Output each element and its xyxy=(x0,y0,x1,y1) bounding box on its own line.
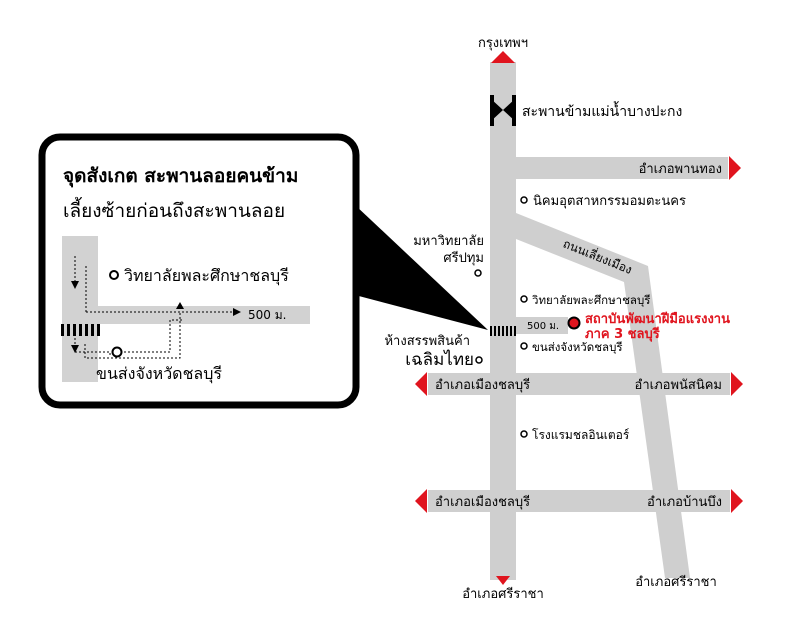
bridge-icon xyxy=(490,95,516,126)
label-crossroad1-right: อำเภอพนัสนิคม xyxy=(635,378,722,393)
label-phanthong: อำเภอพานทอง xyxy=(639,162,722,177)
inset-route-arrowhead xyxy=(176,302,184,309)
arrow-crossroad1-left xyxy=(415,372,427,396)
inset-route xyxy=(71,256,241,359)
label-southeast: อำเภอศรีราชา xyxy=(635,574,717,590)
label-mall-1: ห้างสรรพสินค้า xyxy=(384,334,470,349)
label-crossroad1-left: อำเภอเมืองชลบุรี xyxy=(435,377,530,393)
callout-pointer xyxy=(355,205,488,330)
marker-industrial xyxy=(520,196,528,204)
arrow-crossroad1-right xyxy=(731,372,743,396)
callout-subtitle: เลี้ยงซ้ายก่อนถึงสะพานลอย xyxy=(63,197,285,222)
arrow-crossroad2-right xyxy=(731,489,743,513)
label-bridge: สะพานข้ามแม่น้ำบางปะกง xyxy=(522,101,682,120)
label-university-1: มหาวิทยาลัย xyxy=(413,234,484,249)
label-industrial: นิคมอุตสาหกรรมอมตะนคร xyxy=(533,194,686,209)
inset-label-transport: ขนส่งจังหวัดชลบุรี xyxy=(96,364,222,384)
crossroad-1 xyxy=(428,373,730,395)
inset-marker-transport xyxy=(111,346,123,358)
marker-university xyxy=(474,269,482,277)
label-crossroad2-left: อำเภอเมืองชลบุรี xyxy=(435,494,530,510)
callout-frame xyxy=(38,133,360,409)
label-hotel: โรงแรมชลอินเตอร์ xyxy=(532,428,630,442)
marker-transport xyxy=(520,342,528,350)
inset-pedestrian-bridge-icon xyxy=(61,324,100,336)
label-transport: ขนส่งจังหวัดชลบุรี xyxy=(532,340,623,354)
label-crossroad2-right: อำเภอบ้านบึง xyxy=(647,495,722,510)
inset-vertical-road xyxy=(62,236,98,382)
bypass-road xyxy=(516,213,690,578)
arrow-phanthong xyxy=(729,156,741,180)
road-network xyxy=(428,62,730,580)
marker-mall xyxy=(475,356,483,364)
inset-label-distance: 500 ม. xyxy=(248,308,286,322)
road-phanthong xyxy=(516,157,728,179)
label-college: วิทยาลัยพละศึกษาชลบุรี xyxy=(531,293,650,307)
label-mall-2: เฉลิมไทย xyxy=(405,349,474,370)
arrow-south xyxy=(496,576,510,585)
direction-arrows xyxy=(415,51,743,585)
destination-line2: ภาค 3 ชลบุรี xyxy=(585,326,660,342)
crossroad-2 xyxy=(428,490,730,512)
arrow-north xyxy=(491,51,515,63)
label-university-2: ศรีปทุม xyxy=(443,250,484,266)
destination-line1: สถาบันพัฒนาฝีมือแรงงาน xyxy=(585,311,730,327)
label-spur-distance: 500 ม. xyxy=(527,321,559,332)
inset-marker-college xyxy=(109,270,119,280)
arrow-crossroad2-left xyxy=(415,489,427,513)
callout-title: จุดสังเกต สะพานลอยคนข้าม xyxy=(63,165,298,188)
label-south: อำเภอศรีราชา xyxy=(462,586,544,602)
pedestrian-bridge-icon xyxy=(490,326,516,336)
inset-horizontal-road xyxy=(98,306,310,324)
road-spur xyxy=(516,317,568,334)
marker-hotel xyxy=(520,430,528,438)
marker-college xyxy=(520,295,528,303)
destination-marker xyxy=(567,316,581,330)
label-north: กรุงเทพฯ xyxy=(478,36,528,51)
callout-box: จุดสังเกต สะพานลอยคนข้าม เลี้ยงซ้ายก่อนถ… xyxy=(38,133,488,409)
inset-label-college: วิทยาลัยพละศึกษาชลบุรี xyxy=(124,266,289,286)
